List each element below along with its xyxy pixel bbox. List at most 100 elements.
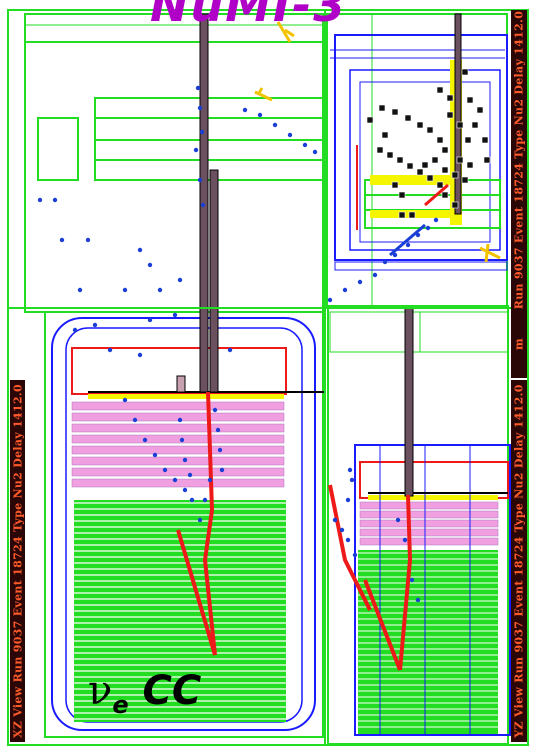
top-right-yellow-band-2: [370, 175, 450, 185]
hit: [172, 312, 178, 318]
particle-track: [398, 494, 413, 671]
hit: [312, 149, 318, 155]
hit: [162, 467, 168, 473]
hit: [147, 317, 153, 323]
square-hit: [436, 136, 444, 144]
hit: [382, 259, 388, 265]
square-hit: [406, 162, 414, 170]
nu-symbol: ν: [88, 668, 113, 714]
hit: [345, 497, 351, 503]
yz-yellow-front: [368, 495, 498, 500]
xz-pink-plane: [71, 478, 285, 488]
square-hit: [456, 121, 464, 129]
event-type-label: νe CC: [88, 668, 201, 719]
hit: [85, 237, 91, 243]
xz-pink-plane: [71, 401, 285, 411]
bottom-right-view: [327, 305, 511, 745]
hit: [372, 272, 378, 278]
particle-track: [202, 391, 217, 656]
hit: [342, 287, 348, 293]
hit: [132, 417, 138, 423]
yz-pink-planes: [359, 501, 499, 546]
particle-track: [363, 579, 402, 671]
hit: [92, 322, 98, 328]
hit: [122, 287, 128, 293]
particle-track: [328, 484, 372, 611]
hit: [137, 247, 143, 253]
yz-info-text: YZ View Run 9037 Event 18724 Type Nu2 De…: [512, 384, 526, 738]
top-right-info-strip: Run 9037 Event 18724 Type Nu2 Delay 1412…: [511, 10, 527, 310]
hit: [122, 397, 128, 403]
hit: [172, 477, 178, 483]
hit: [177, 417, 183, 423]
square-hit: [421, 161, 429, 169]
tracks: [176, 391, 413, 671]
square-hit: [376, 146, 384, 154]
yz-pink-plane: [359, 519, 499, 528]
yz-pink-plane: [359, 510, 499, 519]
square-hit: [391, 108, 399, 116]
hit: [147, 262, 153, 268]
interaction-type: CC: [128, 668, 202, 714]
square-hit: [404, 114, 412, 122]
square-hit: [396, 156, 404, 164]
yellow-arrows: [254, 21, 501, 263]
hit: [425, 225, 431, 231]
hit: [37, 197, 43, 203]
yz-info-strip: YZ View Run 9037 Event 18724 Type Nu2 De…: [511, 380, 527, 742]
top-right-info-text: Run 9037 Event 18724 Type Nu2 Delay 1412…: [512, 10, 526, 310]
hit: [200, 202, 206, 208]
hit: [272, 122, 278, 128]
yz-green-planes: [358, 550, 498, 734]
square-hit: [461, 68, 469, 76]
hit: [332, 517, 338, 523]
middle-info-strip: m: [511, 310, 527, 378]
yz-muon-stack: [404, 307, 414, 497]
yz-pink-plane: [359, 501, 499, 510]
hit: [152, 452, 158, 458]
particle-track: [176, 529, 217, 656]
xz-pink-planes: [71, 401, 285, 488]
square-hit: [416, 121, 424, 129]
top-left-view: [24, 13, 324, 313]
hit: [72, 327, 78, 333]
hit: [409, 577, 415, 583]
square-hit: [451, 201, 459, 209]
hit: [402, 537, 408, 543]
hit: [177, 277, 183, 283]
square-hit: [464, 136, 472, 144]
hit: [302, 142, 308, 148]
hit: [202, 497, 208, 503]
xz-green-planes: [74, 500, 286, 722]
square-hit: [436, 181, 444, 189]
top-right-view: [326, 13, 508, 307]
hit: [347, 467, 353, 473]
hit: [395, 517, 401, 523]
square-hit: [483, 156, 491, 164]
hit: [219, 467, 225, 473]
hit: [357, 279, 363, 285]
square-hit: [441, 166, 449, 174]
square-hit: [456, 156, 464, 164]
square-hit: [451, 171, 459, 179]
hit: [227, 347, 233, 353]
square-hit: [398, 191, 406, 199]
square-hit: [466, 96, 474, 104]
hit: [157, 287, 163, 293]
hit: [107, 347, 113, 353]
square-hit: [481, 136, 489, 144]
hit: [137, 352, 143, 358]
hit: [433, 217, 439, 223]
top-right-blue-track: [389, 223, 426, 257]
top-right-red-line: [356, 145, 358, 230]
square-hit: [436, 86, 444, 94]
hit: [405, 242, 411, 248]
hit: [77, 287, 83, 293]
hit: [392, 252, 398, 258]
xz-pink-plane: [71, 445, 285, 455]
top-right-muon-stack: [454, 13, 462, 215]
hit: [52, 197, 58, 203]
nu-flavor: e: [112, 691, 129, 719]
square-hit: [461, 176, 469, 184]
